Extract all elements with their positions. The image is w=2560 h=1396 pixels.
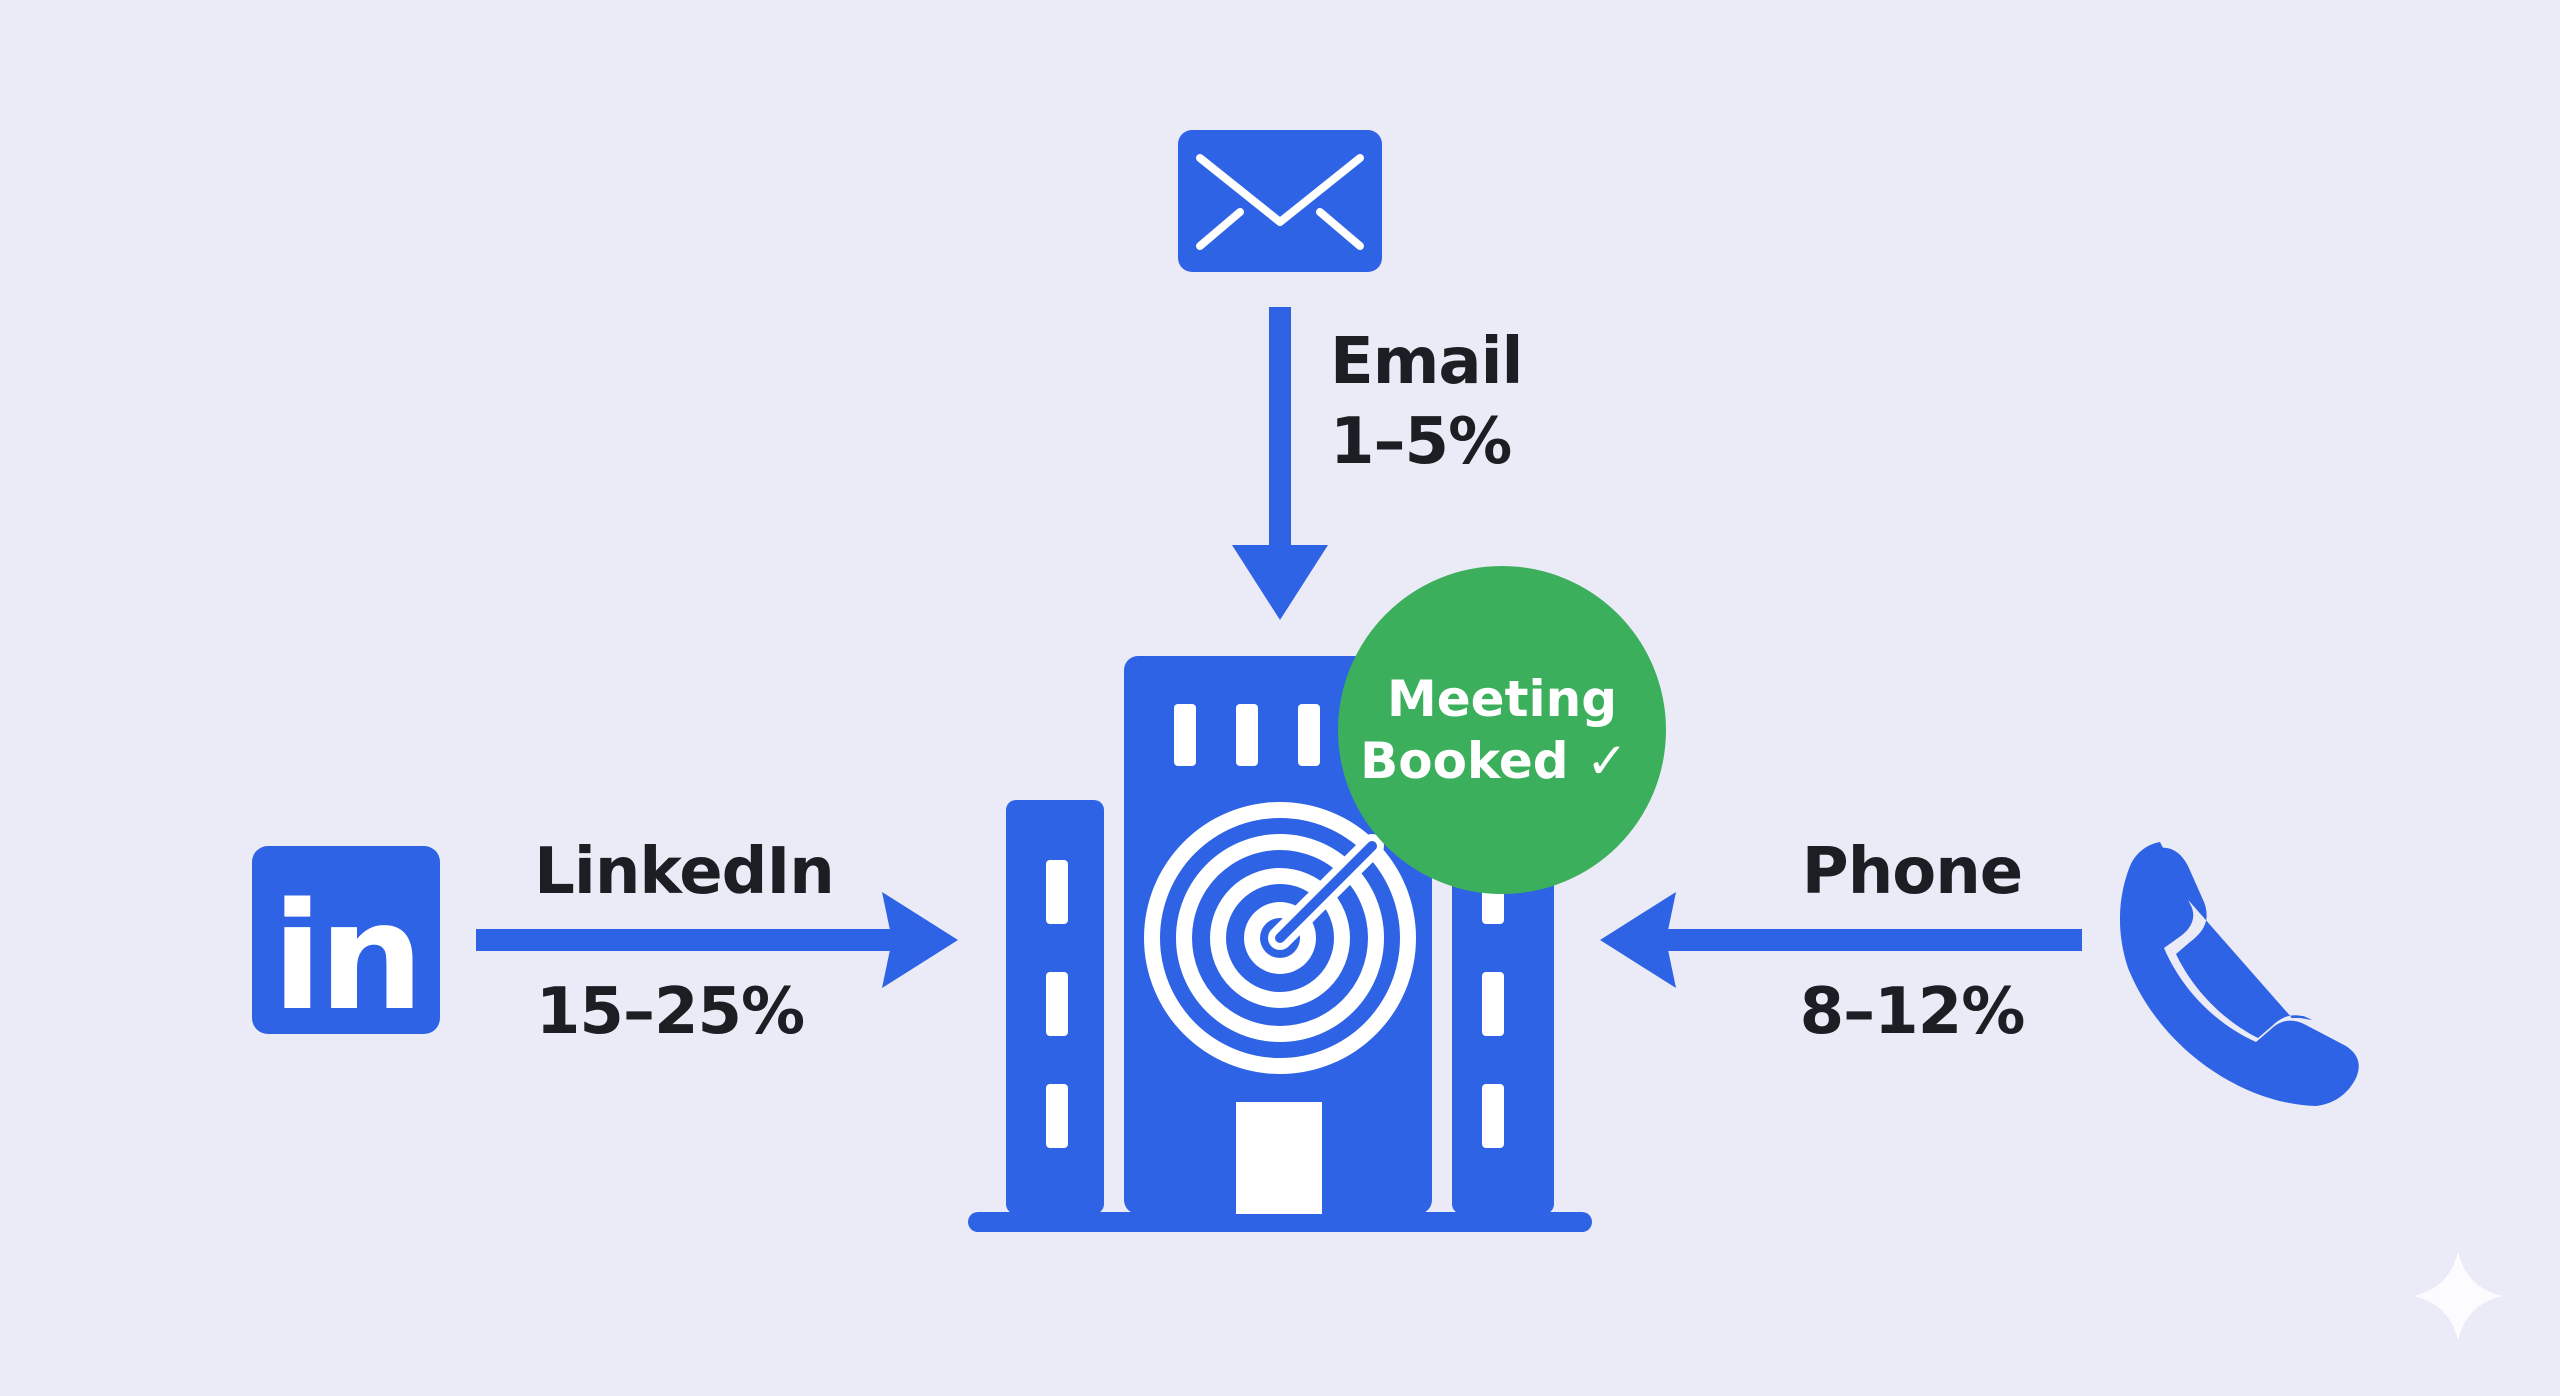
phone-icon (2119, 842, 2359, 1106)
sparkle-icon (2414, 1252, 2502, 1340)
badge-line-2: Booked ✓ (1360, 732, 1628, 790)
phone-label: Phone (1801, 835, 2023, 909)
linkedin-arrow (476, 892, 958, 988)
phone-arrow (1600, 892, 2082, 988)
linkedin-label: LinkedIn (534, 835, 835, 909)
phone-rate: 8–12% (1799, 975, 2026, 1049)
email-arrow (1232, 307, 1328, 620)
email-label: Email (1330, 325, 1523, 399)
envelope-icon (1178, 130, 1382, 272)
linkedin-icon: in (252, 846, 440, 1043)
linkedin-rate: 15–25% (535, 975, 805, 1049)
linkedin-logo-text: in (272, 871, 420, 1043)
meeting-booked-badge (1338, 566, 1666, 894)
badge-line-1: Meeting (1386, 670, 1618, 728)
email-rate: 1–5% (1330, 405, 1512, 479)
